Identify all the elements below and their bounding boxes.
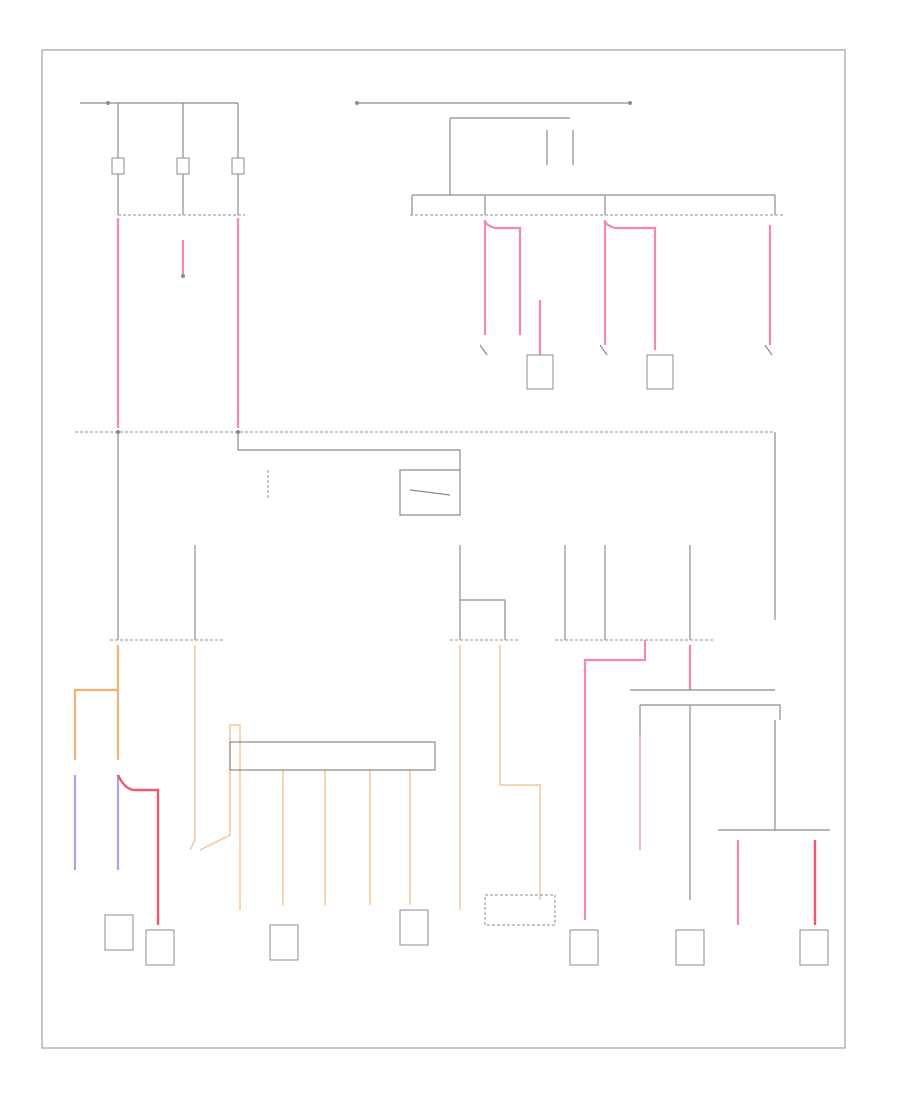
bottom-component-4 bbox=[399, 909, 429, 946]
top-component-1 bbox=[526, 354, 554, 390]
orange-wire-junction bbox=[199, 724, 241, 910]
bottom-component-row bbox=[104, 894, 829, 966]
bottom-component-1 bbox=[104, 914, 134, 951]
relay-coil bbox=[546, 130, 574, 165]
relay-coil-feed bbox=[237, 432, 461, 470]
switch-contacts bbox=[479, 344, 773, 356]
mid-relay bbox=[267, 469, 461, 516]
orange-wire-left bbox=[73, 645, 120, 760]
lower-fuse-row bbox=[110, 432, 715, 641]
fuse-symbol-1 bbox=[111, 157, 125, 175]
relay-feed bbox=[449, 117, 570, 195]
top-right-relay-section bbox=[355, 101, 785, 216]
bottom-component-2 bbox=[145, 929, 175, 966]
bottom-component-3 bbox=[269, 924, 299, 961]
fuse-symbol-2 bbox=[176, 157, 190, 175]
bottom-component-5 bbox=[569, 929, 599, 966]
fuse-symbol-3 bbox=[231, 157, 245, 175]
orange-wire-mid bbox=[189, 645, 196, 851]
red-wire-1 bbox=[116, 774, 160, 925]
stub-terminal bbox=[181, 274, 185, 278]
gray-splice-lower bbox=[630, 689, 781, 900]
bottom-component-6 bbox=[675, 929, 705, 966]
top-left-feed bbox=[80, 101, 245, 216]
orange-wire-far-right bbox=[499, 645, 541, 900]
pink-branch-3 bbox=[603, 219, 657, 350]
junction-block bbox=[229, 741, 436, 771]
pink-wire-lower-1 bbox=[583, 640, 647, 920]
orange-wire-branches bbox=[282, 770, 411, 905]
bottom-component-7 bbox=[799, 929, 829, 966]
dashed-module-box bbox=[484, 894, 556, 926]
diagram-frame bbox=[41, 49, 846, 1049]
top-component-2 bbox=[646, 354, 674, 390]
pink-branch-1 bbox=[483, 219, 522, 335]
